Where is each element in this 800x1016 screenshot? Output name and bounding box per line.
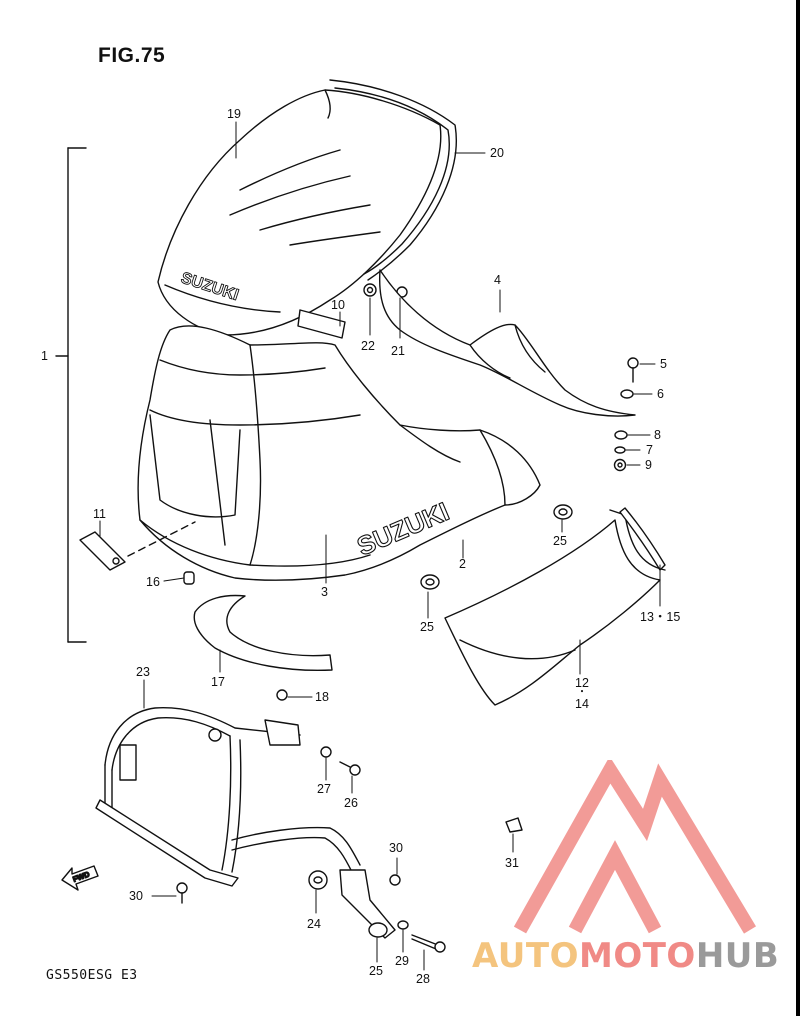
clip-18 (276, 689, 288, 701)
bolt-30-b (176, 882, 188, 904)
model-code: GS550ESG E3 (46, 968, 138, 983)
callout-23: 23 (136, 665, 150, 679)
callout-25-c: 25 (369, 964, 383, 978)
bolt-26 (339, 761, 361, 776)
callout-2: 2 (459, 557, 466, 571)
callout-12: 12 (575, 676, 589, 690)
windscreen-trim-20 (329, 79, 457, 281)
callout-20: 20 (490, 146, 504, 160)
upper-fairing-2 (137, 325, 541, 581)
washer-8 (614, 430, 628, 440)
grommet-25-b (420, 574, 440, 590)
windscreen-19 (157, 89, 442, 336)
watermark-logo (513, 760, 757, 934)
bracket-17 (193, 594, 333, 672)
callout-9: 9 (645, 458, 652, 472)
lower-cowl-12 (444, 509, 666, 706)
callout-21: 21 (391, 344, 405, 358)
inner-panel-4 (378, 269, 636, 417)
callout-17: 17 (211, 675, 225, 689)
callout-14-dot: ・ (577, 687, 587, 698)
watermark-text: AUTOMOTOHUB (472, 936, 779, 976)
callout-4: 4 (494, 273, 501, 287)
callout-11: 11 (93, 507, 106, 521)
watermark-text-hub: HUB (695, 936, 780, 976)
callout-1: 1 (41, 349, 48, 363)
grommet-25-c (368, 922, 388, 938)
callout-7: 7 (646, 443, 653, 457)
callout-5: 5 (660, 357, 667, 371)
bracket-10 (297, 309, 346, 339)
callout-31: 31 (505, 856, 519, 870)
bolt-22 (363, 283, 377, 297)
bolt-28 (411, 934, 446, 953)
callout-3: 3 (321, 585, 328, 599)
washer-7 (614, 446, 626, 454)
callout-10: 10 (331, 298, 345, 312)
washer-29 (397, 920, 409, 930)
page-edge (796, 0, 800, 1016)
fwd-arrow (61, 865, 99, 891)
callout-8: 8 (654, 428, 661, 442)
callout-6: 6 (657, 387, 664, 401)
clip-31 (505, 817, 523, 833)
callout-16: 16 (146, 575, 160, 589)
bracket-11 (79, 521, 196, 571)
callout-30-a: 30 (389, 841, 403, 855)
grommet-16 (183, 571, 195, 585)
callout-14: 14 (575, 697, 589, 711)
fairing-stay-23 (95, 707, 361, 887)
callout-29: 29 (395, 954, 409, 968)
screw-5 (627, 357, 639, 383)
callout-24: 24 (307, 917, 321, 931)
nut-30-a (389, 874, 401, 886)
nut-27 (320, 746, 332, 758)
callout-25-b: 25 (420, 620, 434, 634)
callout-19: 19 (227, 107, 241, 121)
callout-25-a: 25 (553, 534, 567, 548)
assembly-bracket-1 (55, 147, 87, 643)
nut-9 (613, 458, 627, 472)
watermark-text-moto: MOTO (578, 936, 696, 976)
callout-30-b: 30 (129, 889, 143, 903)
callout-22: 22 (361, 339, 375, 353)
washer-6 (620, 389, 634, 399)
callout-13-15: 13・15 (640, 610, 681, 624)
bracket-24 (308, 869, 396, 939)
callout-27: 27 (317, 782, 331, 796)
figure-title: FIG.75 (98, 44, 166, 67)
callout-18: 18 (315, 690, 329, 704)
callout-26: 26 (344, 796, 358, 810)
grommet-25-a (553, 504, 573, 520)
leader-lines (99, 121, 661, 971)
watermark-text-auto: AUTO (472, 936, 579, 976)
callout-28: 28 (416, 972, 430, 986)
